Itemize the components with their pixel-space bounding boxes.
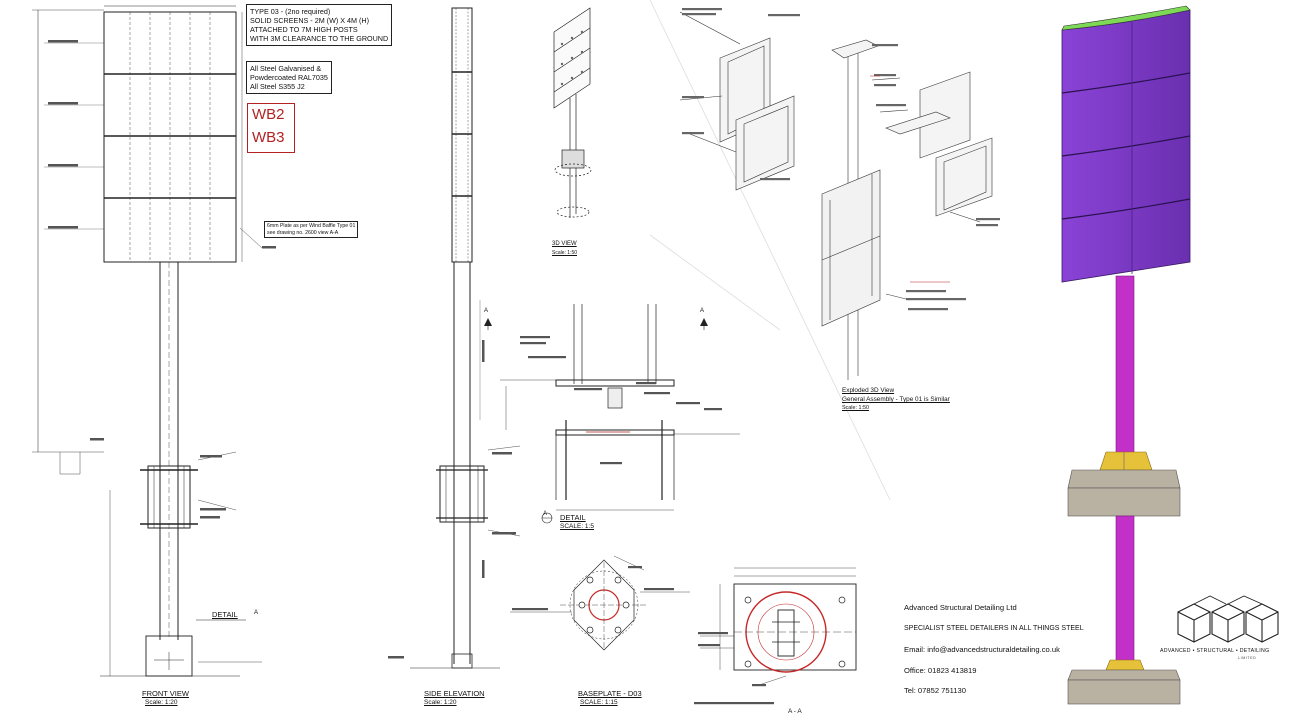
side-elevation-title: SIDE ELEVATION (424, 689, 485, 698)
section-a-a-view (694, 567, 857, 705)
company-name: Advanced Structural Detailing Ltd (904, 603, 1017, 612)
side-elevation (388, 7, 521, 669)
type-note-line: TYPE 03 - (2no required) (250, 7, 331, 16)
front-detail-tag: DETAIL (212, 610, 238, 619)
small-3d-view-title: 3D VIEW (552, 241, 577, 247)
detail-a-title: DETAIL (560, 513, 586, 522)
drawing-reference-box (247, 103, 295, 153)
exploded-view-scale: Scale: 1:50 (842, 405, 869, 411)
detail-a-scale: SCALE: 1:5 (560, 523, 594, 530)
type-note-line: SOLID SCREENS - 2M (W) X 4M (H) (250, 16, 370, 25)
logo-subtitle: LIMITED (1238, 656, 1257, 660)
rendered-screen-panel (1061, 9, 1191, 283)
company-email: Email: info@advancedstructuraldetailing.… (904, 645, 1060, 654)
type-notes-box: TYPE 03 - (2no required) SOLID SCREENS -… (246, 4, 393, 46)
exploded-view-subtitle: General Assembly - Type 01 is Similar (842, 396, 950, 403)
plate-note-line: see drawing no. 2600 view A-A (267, 229, 339, 236)
reference-wb2: WB2 (252, 106, 285, 123)
logo-wordmark: ADVANCED • STRUCTURAL • DETAILING (1160, 648, 1270, 654)
baseplate-scale: SCALE: 1:15 (580, 699, 618, 706)
plate-note-box: 6mm Plate as per Wind Baffle Type 01 see… (264, 221, 359, 238)
small-3d-view-scale: Scale: 1:50 (552, 250, 578, 256)
company-mobile-phone: Tel: 07852 751130 (904, 686, 966, 695)
material-note-line: All Steel Galvanised & (250, 64, 322, 73)
plate-note-line: 6mm Plate as per Wind Baffle Type 01 (267, 223, 356, 229)
material-note-line: Powdercoated RAL7035 (250, 73, 328, 82)
detail-a-marker: A (543, 511, 548, 517)
front-view-title: FRONT VIEW (142, 689, 189, 698)
side-elevation-scale: Scale: 1:20 (424, 699, 457, 706)
exploded-view-title: Exploded 3D View (842, 387, 895, 394)
material-note-line: All Steel S355 J2 (250, 82, 305, 91)
baseplate-title: BASEPLATE - D03 (578, 689, 642, 698)
baseplate-view (510, 555, 690, 651)
company-tagline: SPECIALIST STEEL DETAILERS IN ALL THINGS… (904, 625, 1084, 632)
material-notes-box: All Steel Galvanised & Powdercoated RAL7… (246, 61, 332, 94)
company-logo (1177, 595, 1279, 643)
front-view-scale: Scale: 1:20 (145, 699, 178, 706)
section-a-a-title: A - A (788, 708, 802, 715)
section-marker-right: A (700, 308, 705, 314)
section-marker-left: A (484, 308, 489, 314)
front-detail-marker: A (254, 610, 259, 616)
reference-wb3: WB3 (252, 129, 285, 146)
type-note-line: WITH 3M CLEARANCE TO THE GROUND (250, 34, 389, 43)
type-note-line: ATTACHED TO 7M HIGH POSTS (250, 25, 358, 34)
company-office-phone: Office: 01823 413819 (904, 666, 977, 675)
exploded-3d-view (649, 0, 1000, 501)
front-view (32, 5, 276, 677)
detail-a-view (484, 304, 740, 524)
rendered-3d-model (1061, 5, 1191, 705)
small-3d-view (553, 7, 592, 218)
